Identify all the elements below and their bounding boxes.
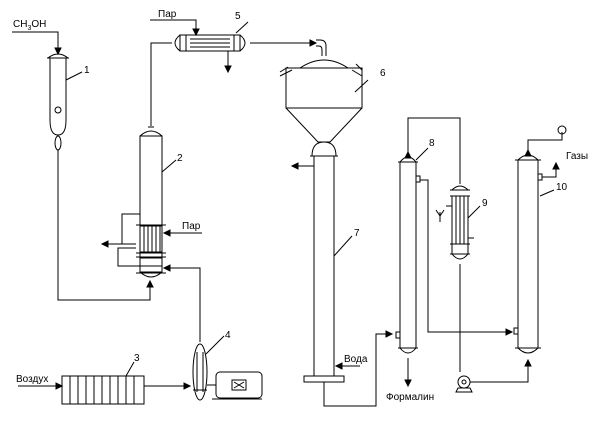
cooling-water-9: [435, 209, 445, 222]
steam-inlet-mid: [162, 229, 202, 237]
leader-9: [467, 205, 481, 219]
steam-top-label: Пар: [158, 9, 177, 20]
equipment-number-6: 6: [380, 68, 386, 79]
steam-inlet-top: [150, 19, 200, 37]
air-filter-3: [61, 375, 145, 405]
air-line-4-to-2: [164, 267, 201, 342]
line-3-to-4: [144, 382, 192, 390]
absorber-10: [513, 154, 543, 354]
line-8-to-9-top: [407, 117, 461, 184]
gas-outlet-7: [290, 162, 314, 170]
water-label: Вода: [344, 354, 368, 365]
equipment-number-2: 2: [177, 153, 183, 164]
line-5-to-6: [250, 39, 327, 56]
air-heater-4: [192, 343, 208, 401]
equipment-number-7: 7: [354, 228, 360, 239]
leader-7: [333, 235, 353, 257]
leader-8: [415, 147, 429, 161]
equipment-number-8: 8: [429, 138, 435, 149]
cooler-9: [446, 185, 474, 260]
condensate-outlet-5: [224, 51, 232, 74]
blower: [207, 371, 263, 400]
leader-1: [65, 71, 83, 81]
equipment-number-3: 3: [134, 353, 140, 364]
vessel-1-evaporator: [47, 53, 69, 151]
formalin-label: Формалин: [386, 392, 434, 403]
gases-outlet: [542, 161, 560, 178]
absorber-8: [395, 156, 421, 354]
gases-label: Газы: [566, 151, 588, 162]
exchanger-5-superheater: [174, 34, 246, 52]
column-2-loops: [100, 213, 140, 267]
line-8-to-10: [420, 179, 512, 333]
leader-4: [205, 335, 225, 355]
air-inlet: [18, 382, 64, 390]
column-7-cooler: [303, 141, 345, 383]
leader-3: [125, 361, 135, 377]
line-10-top: [527, 132, 563, 150]
leader-10: [539, 189, 555, 197]
leader-6: [354, 79, 369, 93]
line-pump-to-10: [470, 360, 529, 383]
equipment-number-10: 10: [556, 182, 568, 193]
reactor-6-contact-apparatus: [279, 59, 363, 143]
pressure-gauge-icon: [557, 125, 567, 135]
steam-mid-label: Пар: [182, 221, 201, 232]
water-inlet-7: [334, 362, 360, 370]
line-7-to-8: [323, 333, 392, 407]
methanol-feed-line: [12, 31, 62, 56]
leader-2: [161, 159, 177, 173]
formalin-outlet: [404, 358, 412, 388]
leader-5: [235, 21, 249, 34]
column-2-mixer-heater: [136, 126, 166, 278]
equipment-number-9: 9: [482, 198, 488, 209]
equipment-number-4: 4: [225, 330, 231, 341]
pump: [455, 375, 473, 393]
equipment-number-1: 1: [84, 65, 90, 76]
line-2-to-5: [150, 42, 172, 126]
air-label: Воздух: [16, 374, 48, 385]
methanol-label: CH3OH: [13, 19, 46, 32]
equipment-number-5: 5: [235, 11, 241, 22]
vapor-line-1-to-2: [57, 150, 151, 301]
